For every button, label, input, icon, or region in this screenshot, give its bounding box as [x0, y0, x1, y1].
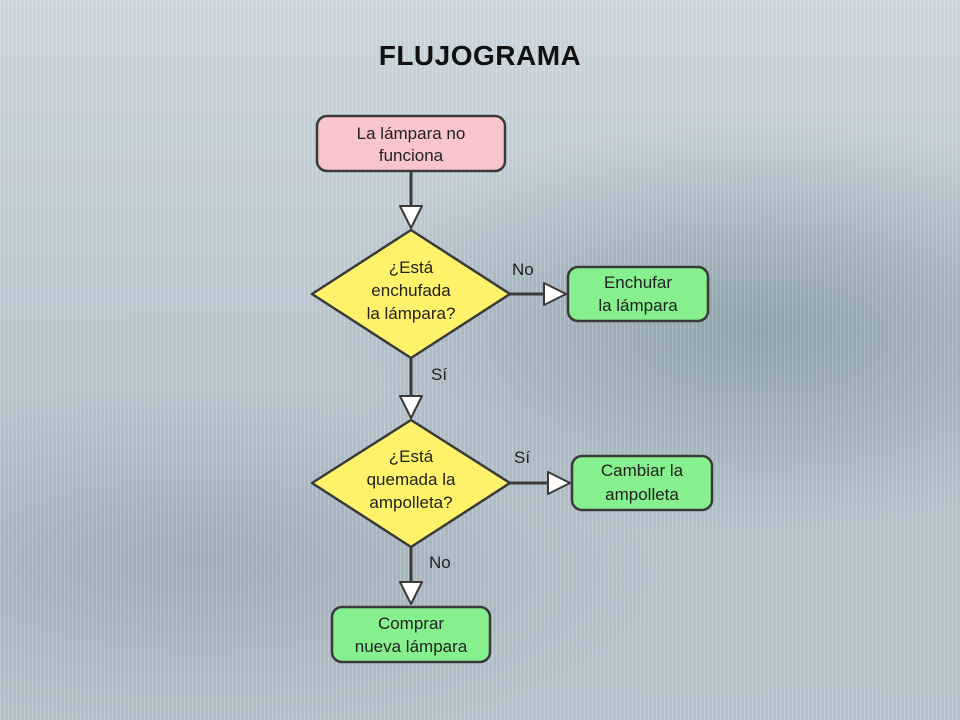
start-node-line-2: funciona: [379, 146, 444, 165]
slide-title: FLUJOGRAMA: [378, 40, 582, 71]
edge-label-yes-plugged: Sí: [431, 365, 447, 384]
decision-node-burnt-line-1: ¿Está: [389, 447, 434, 466]
edge-label-no-plugged: No: [512, 260, 534, 279]
action-node-change-bulb-line-2: ampolleta: [605, 485, 679, 504]
decision-node-plugged: ¿Está enchufada la lámpara?: [310, 228, 512, 360]
action-node-plug-in-line-1: Enchufar: [604, 273, 672, 292]
edge-label-yes-burnt: Sí: [514, 448, 530, 467]
start-node-line-1: La lámpara no: [357, 124, 466, 143]
decision-node-burnt: ¿Está quemada la ampolleta?: [310, 418, 512, 549]
decision-node-burnt-line-3: ampolleta?: [369, 493, 452, 512]
decision-node-plugged-line-2: enchufada: [371, 281, 451, 300]
end-node: Comprar nueva lámpara: [330, 605, 492, 664]
action-node-change-bulb: Cambiar la ampolleta: [570, 454, 714, 512]
end-node-line-2: nueva lámpara: [355, 637, 468, 656]
start-node: La lámpara no funciona: [315, 114, 507, 173]
action-node-change-bulb-shape: [570, 454, 714, 512]
action-node-change-bulb-line-1: Cambiar la: [601, 461, 684, 480]
decision-node-plugged-line-1: ¿Está: [389, 258, 434, 277]
decision-node-plugged-line-3: la lámpara?: [367, 304, 456, 323]
decision-node-burnt-shape: [310, 418, 512, 549]
decision-node-burnt-line-2: quemada la: [367, 470, 456, 489]
end-node-shape: [330, 605, 492, 664]
start-node-shape: [315, 114, 507, 173]
end-node-line-1: Comprar: [378, 614, 444, 633]
action-node-plug-in-shape: [566, 265, 710, 323]
decision-node-plugged-shape: [310, 228, 512, 360]
edge-label-no-burnt: No: [429, 553, 451, 572]
action-node-plug-in-line-2: la lámpara: [598, 296, 678, 315]
action-node-plug-in: Enchufar la lámpara: [566, 265, 710, 323]
